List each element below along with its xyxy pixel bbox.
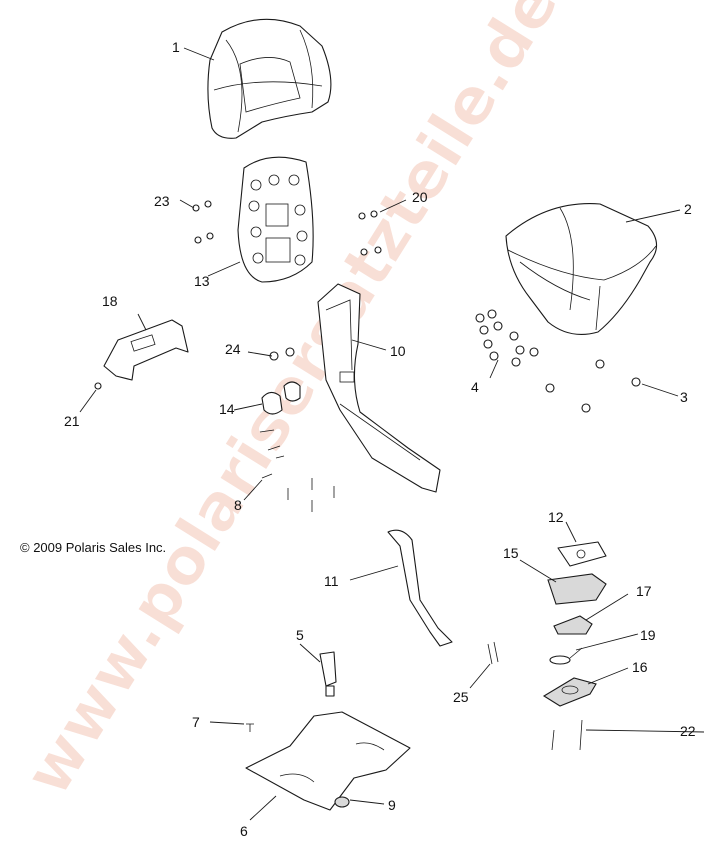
callout-18: 18	[102, 293, 118, 309]
callout-15: 15	[503, 545, 519, 561]
callout-5: 5	[296, 627, 304, 643]
callout-14: 14	[219, 401, 235, 417]
part-backrest-plate	[237, 156, 314, 283]
callout-10: 10	[390, 343, 406, 359]
callout-22: 22	[680, 723, 696, 739]
callout-9: 9	[388, 797, 396, 813]
part-spring-clip	[549, 647, 583, 665]
callout-3: 3	[680, 389, 688, 405]
callout-17: 17	[636, 583, 652, 599]
copyright-notice: © 2009 Polaris Sales Inc.	[20, 540, 166, 555]
part-pins	[487, 641, 499, 665]
callout-16: 16	[632, 659, 648, 675]
callout-1: 1	[172, 39, 180, 55]
part-seat-frame	[317, 283, 441, 493]
part-plunger	[319, 651, 337, 697]
watermark: www.polarisersatzteile.de	[11, 0, 573, 808]
callout-6: 6	[240, 823, 248, 839]
part-latch	[553, 615, 593, 635]
callout-24: 24	[225, 341, 241, 357]
part-bumpers	[261, 381, 301, 415]
part-nut-9	[334, 796, 350, 808]
callout-4: 4	[471, 379, 479, 395]
callout-23: 23	[154, 193, 170, 209]
part-backrest-cushion	[207, 18, 332, 139]
callout-21: 21	[64, 413, 80, 429]
callout-19: 19	[640, 627, 656, 643]
callout-13: 13	[194, 273, 210, 289]
callout-20: 20	[412, 189, 428, 205]
part-seat-cushion	[505, 203, 658, 335]
part-latch-base	[542, 677, 597, 707]
part-latch-block	[547, 573, 607, 605]
callout-2: 2	[684, 201, 692, 217]
callout-8: 8	[234, 497, 242, 513]
part-latch-plate	[557, 541, 607, 567]
callout-7: 7	[192, 714, 200, 730]
callout-11: 11	[324, 573, 339, 589]
leader-lines	[79, 47, 705, 821]
part-strap	[387, 529, 453, 647]
callout-12: 12	[548, 509, 564, 525]
hardware-fasteners	[94, 200, 641, 751]
callout-25: 25	[453, 689, 469, 705]
part-base-plate	[245, 711, 411, 811]
callout-labels: 1 2 3 4 5 6 7 8 9 10 11 12 13 14 15 16 1…	[64, 39, 696, 839]
part-bracket	[103, 319, 189, 381]
